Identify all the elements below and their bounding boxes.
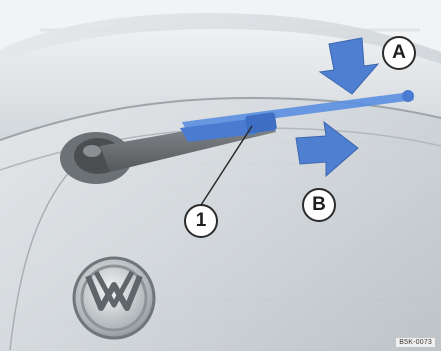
callout-a-label: A [382,36,416,70]
callout-1-label: 1 [184,204,218,238]
figure-code: B5K-0073 [396,338,435,347]
vw-logo-icon [74,258,154,338]
wiper-pivot-highlight [83,145,101,157]
callout-b-label: B [302,188,336,222]
